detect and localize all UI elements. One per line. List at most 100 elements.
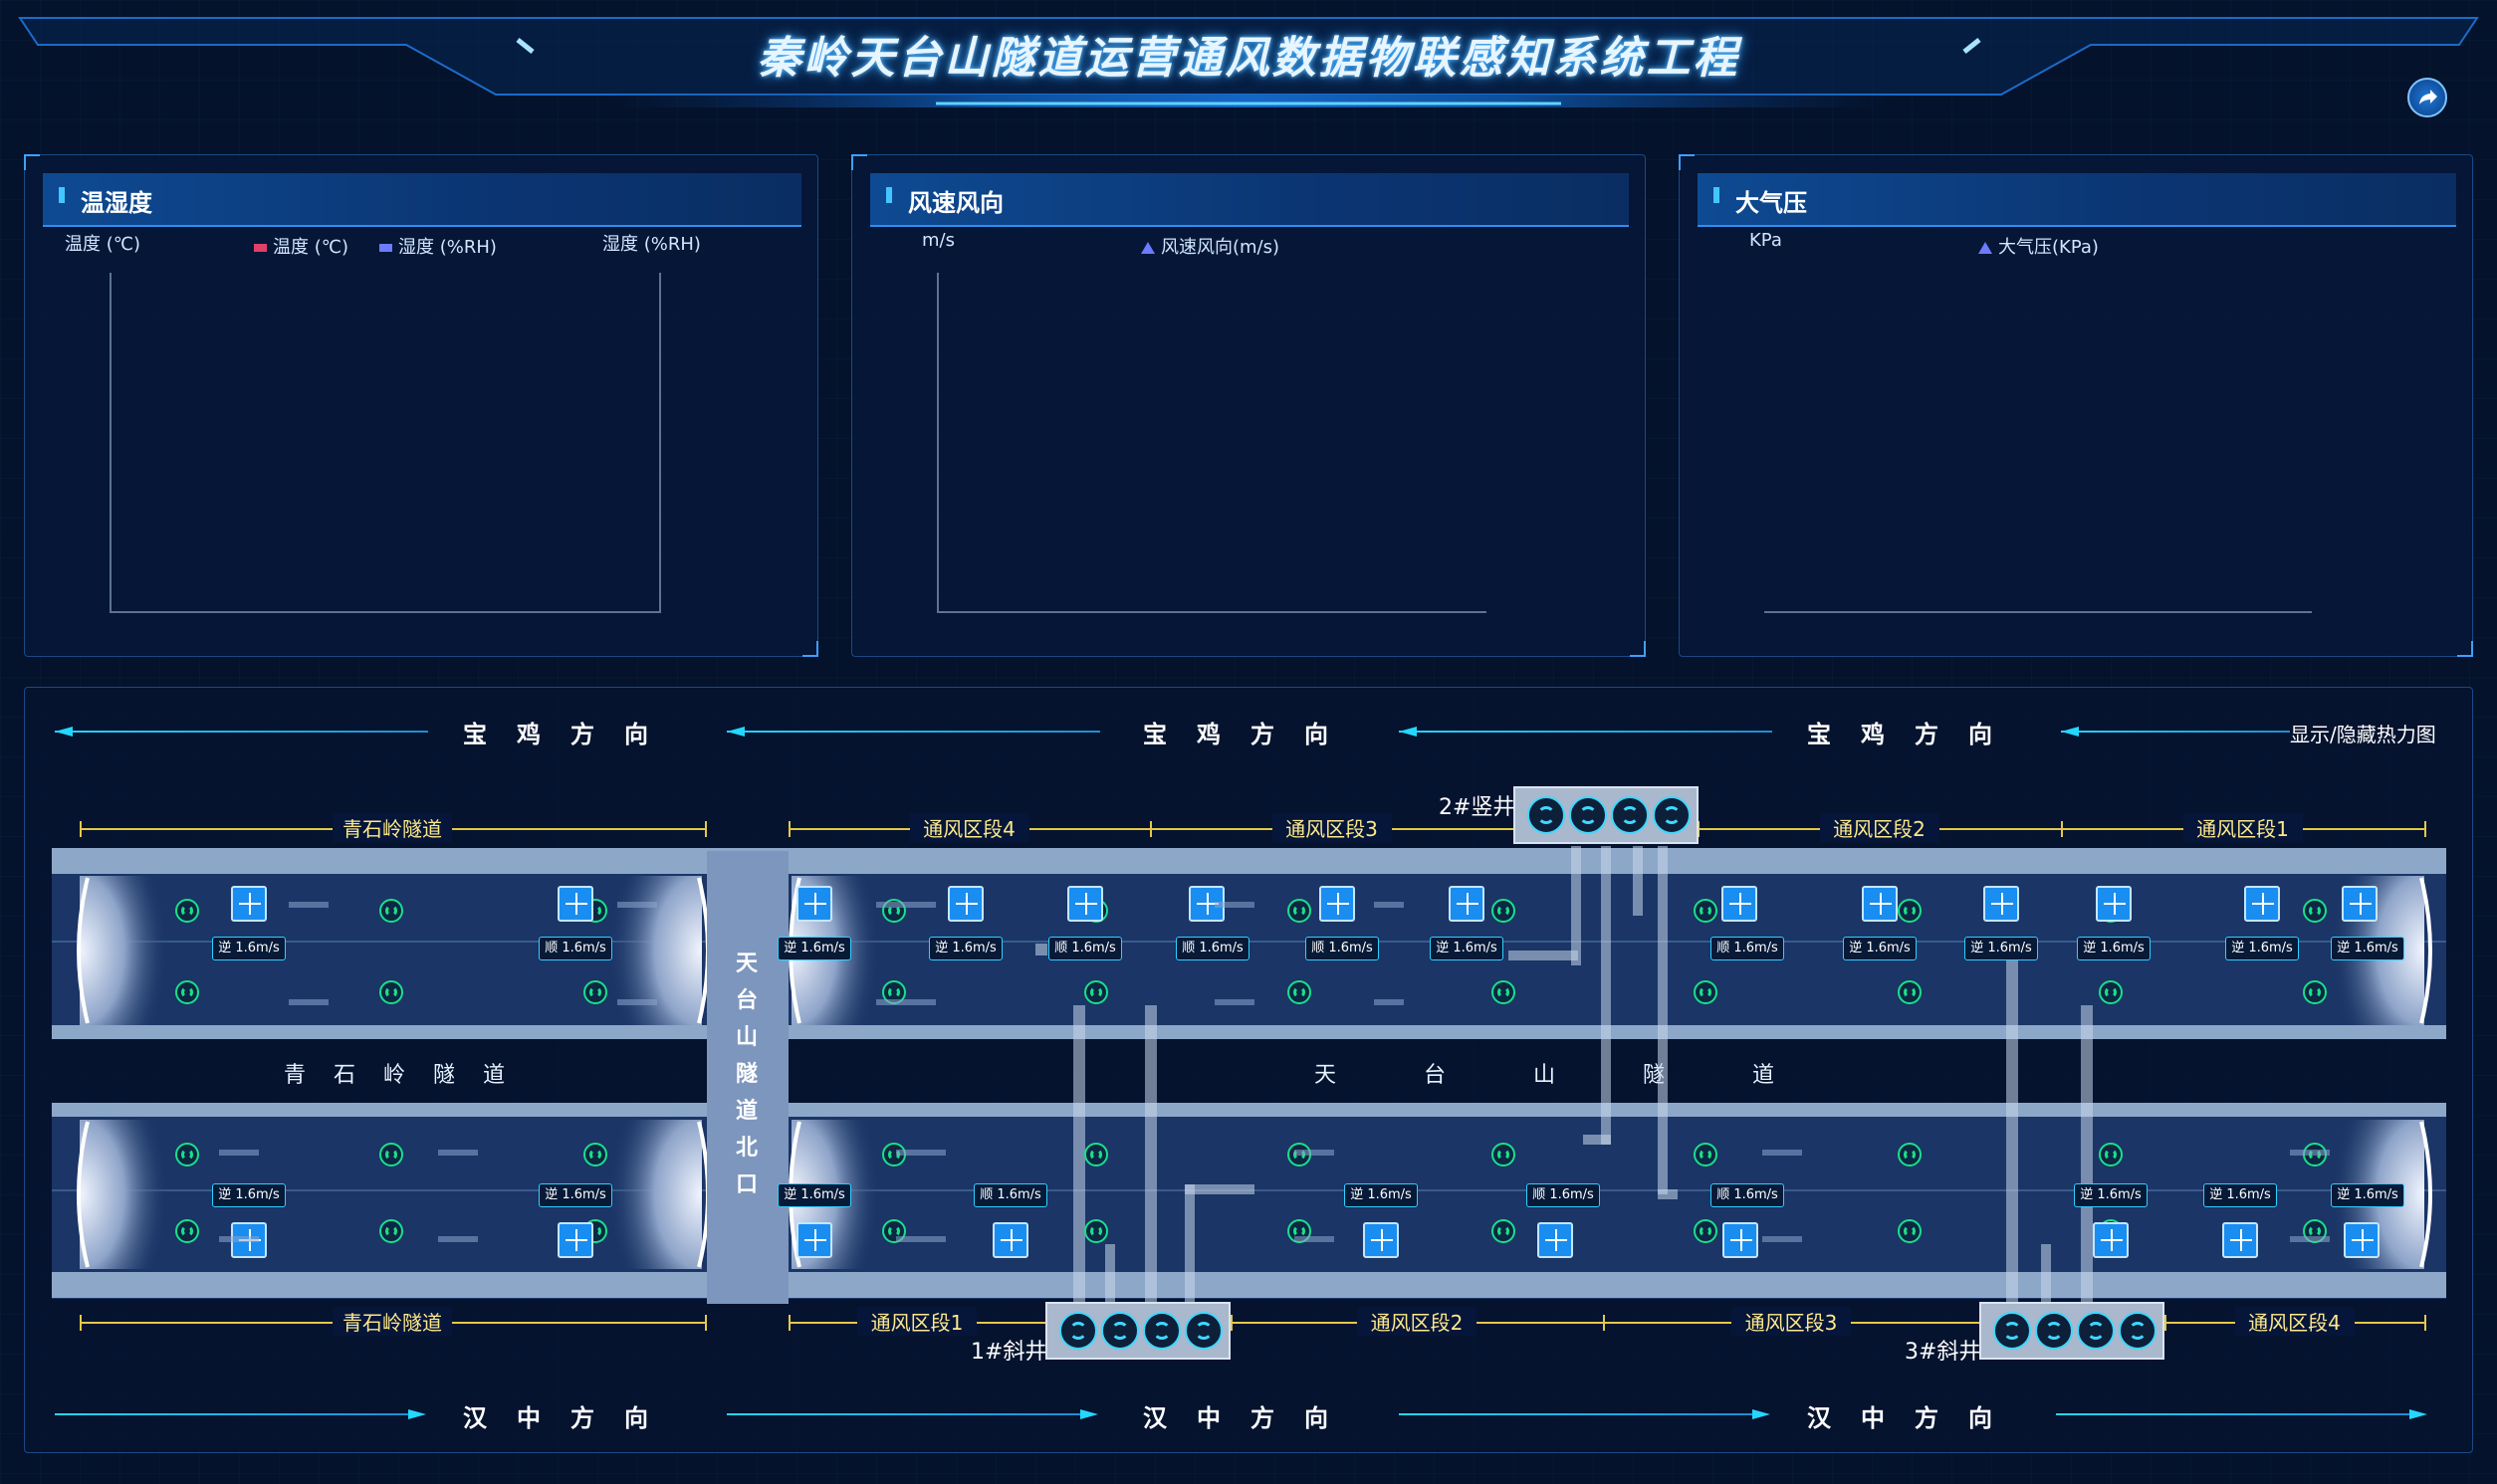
wind-speed-tag[interactable]: 逆 1.6m/s (2225, 937, 2299, 960)
wind-speed-tag[interactable]: 逆 1.6m/s (778, 937, 851, 960)
sensor-icon[interactable] (1983, 886, 2019, 922)
sensor-icon[interactable] (2344, 1222, 2380, 1258)
legend-temperature[interactable]: 温度 (℃) (254, 233, 348, 259)
legend-humidity[interactable]: 湿度 (%RH) (379, 233, 497, 259)
jet-fan-icon[interactable] (1491, 980, 1515, 1004)
wind-speed-tag[interactable]: 逆 1.6m/s (1843, 937, 1917, 960)
rail (52, 1025, 2446, 1039)
jet-fan-icon[interactable] (1287, 980, 1311, 1004)
jet-fan-icon[interactable] (1898, 1219, 1922, 1243)
wind-speed-tag[interactable]: 逆 1.6m/s (212, 937, 286, 960)
jet-fan-icon[interactable] (1287, 899, 1311, 923)
jet-fan-icon[interactable] (1084, 1143, 1108, 1166)
sensor-icon[interactable] (1067, 886, 1103, 922)
wind-speed-tag[interactable]: 顺 1.6m/s (539, 937, 612, 960)
sensor-icon[interactable] (1363, 1222, 1399, 1258)
jet-fan-icon[interactable] (2303, 980, 2327, 1004)
sensor-icon[interactable] (2342, 886, 2378, 922)
jet-fan-icon[interactable] (1898, 899, 1922, 923)
sensor-icon[interactable] (1537, 1222, 1573, 1258)
sensor-icon[interactable] (1449, 886, 1484, 922)
shaft-fan-icon (1101, 1312, 1139, 1350)
jet-fan-icon[interactable] (379, 1219, 403, 1243)
shaft-fan-icon (1527, 796, 1565, 834)
jet-fan-icon[interactable] (583, 980, 607, 1004)
jet-fan-icon[interactable] (1084, 1219, 1108, 1243)
wind-speed-tag[interactable]: 逆 1.6m/s (1344, 1183, 1418, 1207)
shaft-2[interactable] (1513, 786, 1699, 844)
sensor-icon[interactable] (1319, 886, 1355, 922)
sensor-icon[interactable] (2096, 886, 2132, 922)
sensor-icon[interactable] (796, 886, 832, 922)
jet-fan-icon[interactable] (2099, 980, 2123, 1004)
jet-fan-icon[interactable] (379, 1143, 403, 1166)
sensor-icon[interactable] (558, 886, 593, 922)
exit-button[interactable] (2407, 78, 2447, 117)
jet-fan-icon[interactable] (1694, 980, 1717, 1004)
legend-pressure[interactable]: 大气压(KPa) (1978, 233, 2099, 259)
sensor-icon[interactable] (1722, 1222, 1758, 1258)
jet-fan-icon[interactable] (1898, 980, 1922, 1004)
sensor-icon[interactable] (2244, 886, 2280, 922)
wind-speed-tag[interactable]: 顺 1.6m/s (1710, 1183, 1784, 1207)
sensor-icon[interactable] (231, 886, 267, 922)
wind-speed-tag[interactable]: 顺 1.6m/s (1176, 937, 1249, 960)
jet-fan-icon[interactable] (2099, 1143, 2123, 1166)
segment-label: 通风区段1 (2182, 813, 2303, 842)
panel-title: 风速风向 (908, 189, 1004, 217)
sensor-icon[interactable] (993, 1222, 1028, 1258)
wind-speed-tag[interactable]: 逆 1.6m/s (2203, 1183, 2277, 1207)
wind-speed-tag[interactable]: 逆 1.6m/s (2331, 937, 2404, 960)
jet-fan-icon[interactable] (1694, 899, 1717, 923)
tunnel-label-left: 青石岭隧道 (284, 1063, 534, 1088)
wind-speed-tag[interactable]: 顺 1.6m/s (1526, 1183, 1600, 1207)
wind-speed-tag[interactable]: 逆 1.6m/s (212, 1183, 286, 1207)
wind-speed-tag[interactable]: 逆 1.6m/s (1430, 937, 1503, 960)
sensor-icon[interactable] (1862, 886, 1898, 922)
jet-fan-icon[interactable] (1084, 980, 1108, 1004)
sensor-icon[interactable] (2222, 1222, 2258, 1258)
sensor-icon[interactable] (948, 886, 984, 922)
flow-arrow (896, 1150, 946, 1156)
wind-speed-tag[interactable]: 顺 1.6m/s (1048, 937, 1122, 960)
jet-fan-icon[interactable] (1491, 1143, 1515, 1166)
wind-speed-tag[interactable]: 逆 1.6m/s (929, 937, 1003, 960)
jet-fan-icon[interactable] (2303, 899, 2327, 923)
jet-fan-icon[interactable] (1694, 1143, 1717, 1166)
flow-arrow (1294, 1150, 1334, 1156)
jet-fan-icon[interactable] (379, 980, 403, 1004)
wind-speed-tag[interactable]: 逆 1.6m/s (1964, 937, 2038, 960)
sensor-icon[interactable] (1721, 886, 1757, 922)
jet-fan-icon[interactable] (1694, 1219, 1717, 1243)
jet-fan-icon[interactable] (882, 1219, 906, 1243)
heatmap-toggle[interactable]: 显示/隐藏热力图 (2290, 723, 2436, 746)
sensor-icon[interactable] (796, 1222, 832, 1258)
jet-fan-icon[interactable] (379, 899, 403, 923)
sensor-icon[interactable] (558, 1222, 593, 1258)
wind-speed-tag[interactable]: 逆 1.6m/s (2331, 1183, 2404, 1207)
arrow-right-icon (408, 1409, 426, 1419)
jet-fan-icon[interactable] (175, 980, 199, 1004)
flow-arrow (219, 1236, 259, 1242)
jet-fan-icon[interactable] (583, 1143, 607, 1166)
jet-fan-icon[interactable] (1491, 899, 1515, 923)
shaft-3[interactable] (1979, 1302, 2164, 1360)
shaft-fan-icon (2077, 1312, 2115, 1350)
shaft-fan-icon (1611, 796, 1649, 834)
jet-fan-icon[interactable] (175, 899, 199, 923)
wind-speed-tag[interactable]: 顺 1.6m/s (974, 1183, 1047, 1207)
header: 秦岭天台山隧道运营通风数据物联感知系统工程 (0, 0, 2497, 117)
legend-wind[interactable]: 风速风向(m/s) (1141, 233, 1279, 259)
jet-fan-icon[interactable] (1898, 1143, 1922, 1166)
wind-speed-tag[interactable]: 顺 1.6m/s (1710, 937, 1784, 960)
jet-fan-icon[interactable] (1491, 1219, 1515, 1243)
jet-fan-icon[interactable] (175, 1143, 199, 1166)
sensor-icon[interactable] (2093, 1222, 2129, 1258)
wind-speed-tag[interactable]: 逆 1.6m/s (2074, 1183, 2148, 1207)
wind-speed-tag[interactable]: 逆 1.6m/s (778, 1183, 851, 1207)
shaft-1[interactable] (1045, 1302, 1231, 1360)
jet-fan-icon[interactable] (175, 1219, 199, 1243)
wind-speed-tag[interactable]: 逆 1.6m/s (539, 1183, 612, 1207)
wind-speed-tag[interactable]: 逆 1.6m/s (2077, 937, 2151, 960)
wind-speed-tag[interactable]: 顺 1.6m/s (1305, 937, 1379, 960)
